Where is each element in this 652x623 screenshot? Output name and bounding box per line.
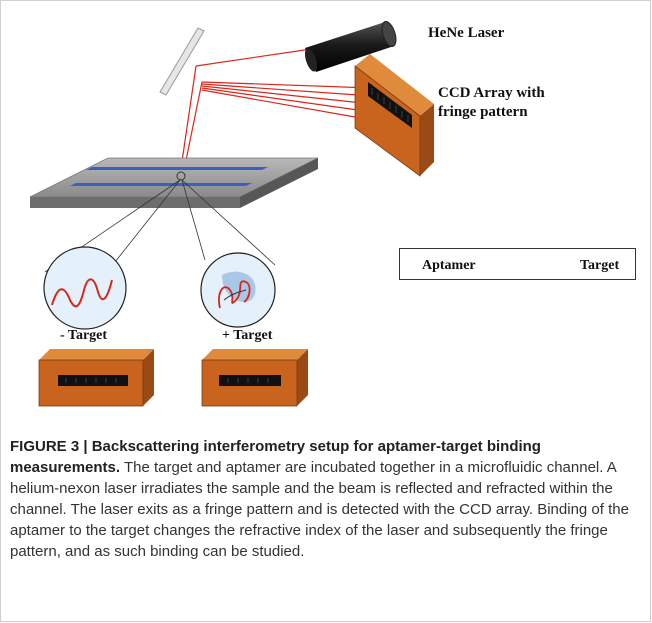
ccd-box-plus-target	[201, 349, 308, 407]
caption-body: The target and aptamer are incubated tog…	[10, 459, 629, 560]
aptamer-legend-label: Aptamer	[422, 258, 476, 273]
laser-beam	[179, 47, 373, 176]
legend-box	[399, 248, 636, 280]
hene-laser	[304, 20, 397, 72]
target-legend-label: Target	[580, 258, 620, 273]
figure-caption: FIGURE 3 | Backscattering interferometry…	[10, 436, 642, 562]
hene-laser-label: HeNe Laser	[428, 25, 505, 41]
plus-target-label: + Target	[222, 328, 273, 343]
caption-heading: FIGURE 3 | Backscattering interferometry…	[10, 438, 541, 476]
zoom-circle-minus-target	[43, 246, 127, 330]
ccd-array-top	[354, 54, 434, 177]
ccd-box-minus-target	[38, 349, 154, 407]
zoom-circle-plus-target	[200, 252, 276, 328]
setup-diagram	[29, 20, 574, 407]
fringe-pattern-label: fringe pattern	[438, 104, 528, 120]
microfluidic-chip	[29, 157, 319, 208]
ccd-array-label: CCD Array with	[438, 85, 545, 101]
minus-target-label: - Target	[60, 328, 108, 343]
mirror	[159, 27, 205, 96]
